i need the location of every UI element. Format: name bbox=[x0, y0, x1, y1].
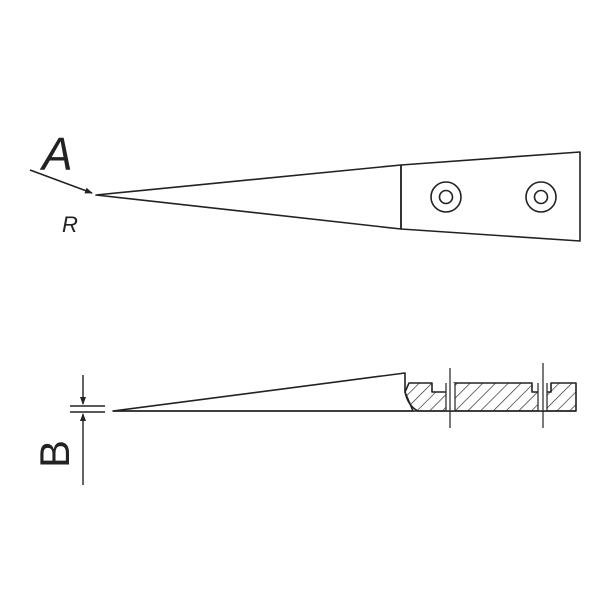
side-view bbox=[112, 363, 577, 428]
blade-outline bbox=[95, 164, 402, 230]
tip-arrow bbox=[29, 169, 93, 194]
top-view bbox=[29, 151, 581, 242]
label-r: R bbox=[62, 212, 78, 237]
section-hatch bbox=[404, 382, 577, 412]
dimension-b bbox=[70, 375, 105, 485]
handle-outline bbox=[400, 151, 581, 242]
label-b: B bbox=[31, 440, 78, 468]
label-a: A bbox=[39, 128, 73, 180]
hole-right bbox=[525, 181, 557, 213]
hole-left bbox=[430, 181, 462, 213]
wedge-outline bbox=[112, 372, 414, 412]
